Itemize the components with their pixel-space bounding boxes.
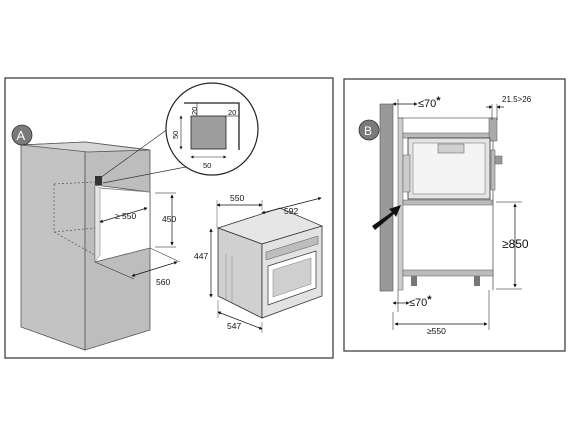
inset-width-label: 50 bbox=[203, 161, 211, 170]
oven-depth-bottom-label: 547 bbox=[227, 321, 241, 331]
badge-a bbox=[11, 124, 33, 146]
panel-b: ≤70* 21.5>26 ≥850 ≤70* ≥550 B bbox=[343, 78, 566, 352]
cabinet-depth-label: ≥ 550 bbox=[115, 211, 136, 221]
inset-right-gap-label: 20 bbox=[228, 108, 236, 117]
inset-top-gap-label: 20 bbox=[190, 107, 199, 115]
oven-width-label: 592 bbox=[284, 206, 298, 216]
top-gap-label: ≤70* bbox=[418, 95, 441, 110]
bottom-gap-mark: * bbox=[427, 294, 432, 306]
oven-side-view bbox=[402, 137, 503, 200]
wall bbox=[379, 103, 394, 292]
tall-cabinet bbox=[20, 141, 151, 351]
badge-b-label: B bbox=[364, 124, 372, 138]
height-label: ≥850 bbox=[502, 237, 529, 251]
panel-b-frame bbox=[343, 78, 566, 352]
base-cabinet bbox=[397, 117, 498, 291]
oven-height-label: 447 bbox=[194, 251, 208, 261]
depth-label: ≥550 bbox=[427, 326, 446, 336]
cabinet-height-label: 450 bbox=[162, 214, 176, 224]
top-gap-mark: * bbox=[436, 95, 441, 107]
oven-depth-top-label: 550 bbox=[230, 193, 244, 203]
inset-height-label: 50 bbox=[171, 131, 180, 139]
vent-detail-inset: 20 20 50 50 bbox=[165, 82, 259, 176]
bottom-gap-label: ≤70* bbox=[409, 294, 432, 309]
cabinet-width-label: 560 bbox=[156, 277, 170, 287]
right-gap-label: 21.5>26 bbox=[502, 95, 532, 104]
oven-unit bbox=[216, 207, 324, 319]
badge-b bbox=[358, 119, 380, 141]
panel-a: ≥ 550 450 560 20 20 50 50 bbox=[4, 77, 334, 359]
badge-a-label: A bbox=[17, 128, 26, 143]
airflow-arrow bbox=[372, 205, 401, 230]
